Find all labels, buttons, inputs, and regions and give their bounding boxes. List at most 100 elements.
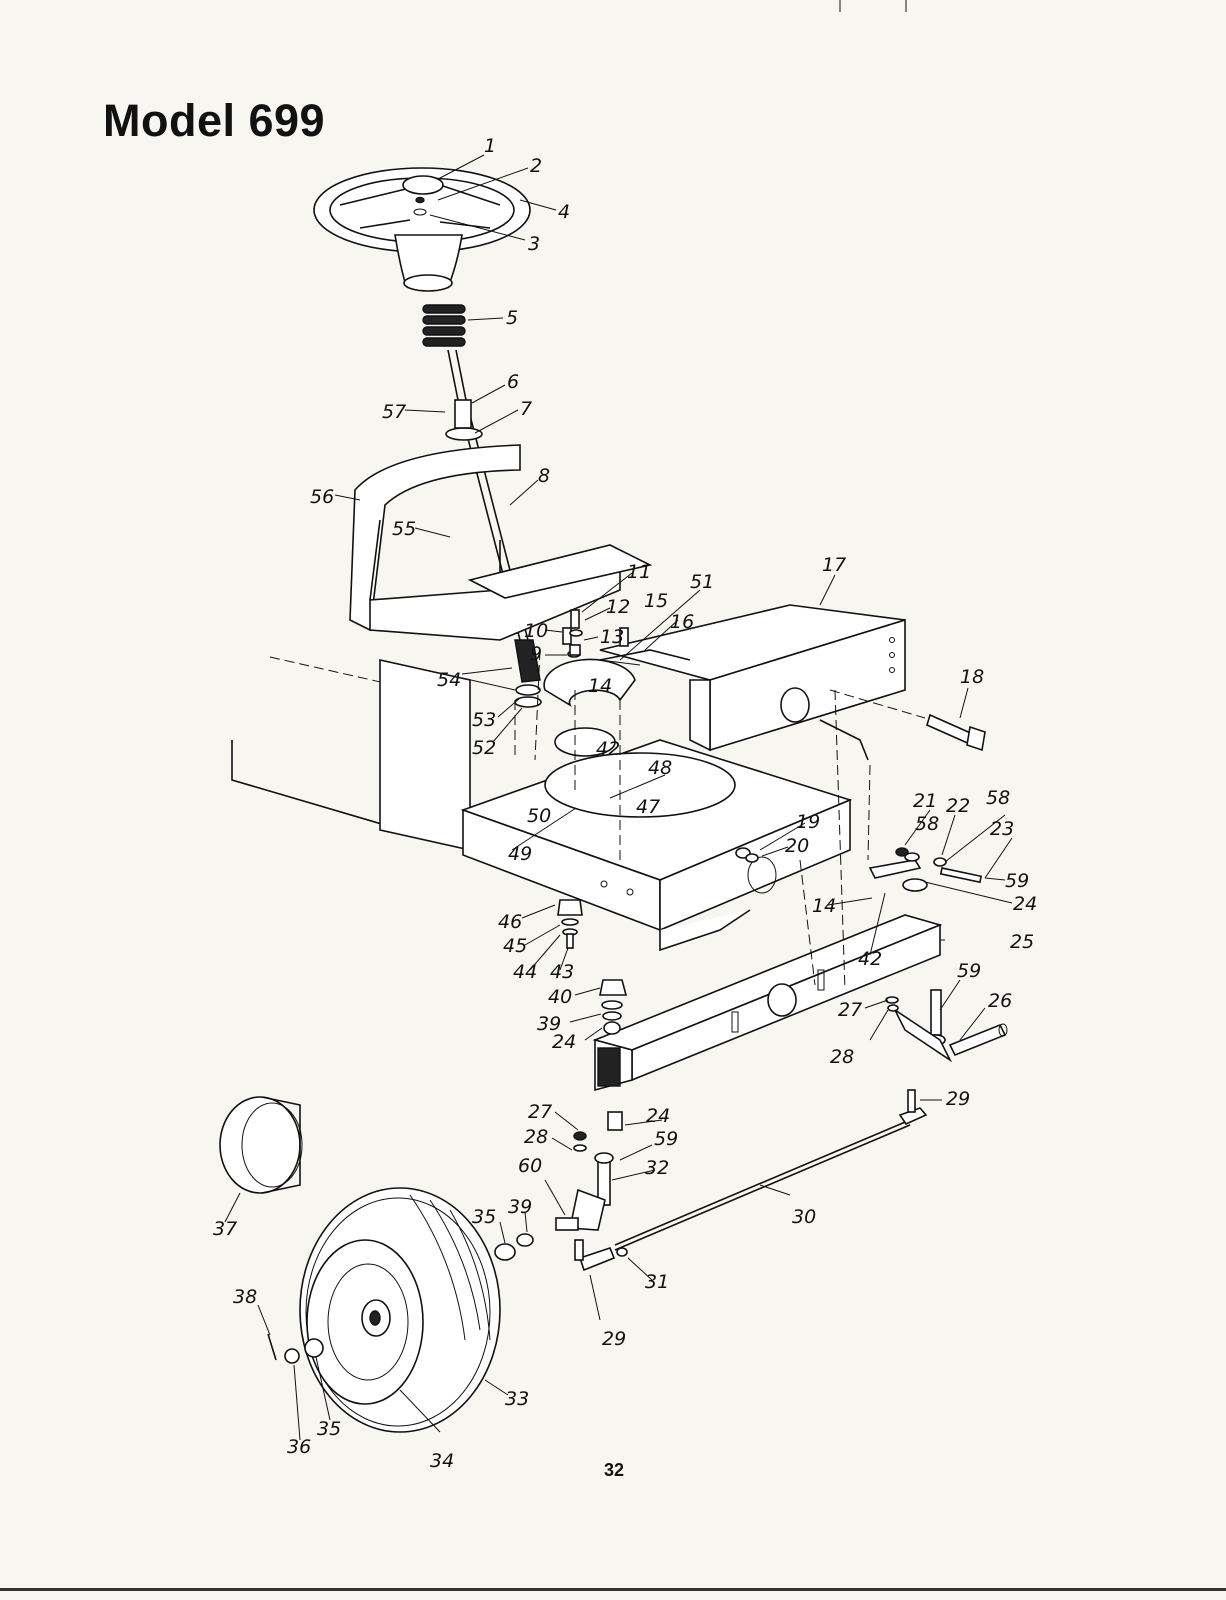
callout-58-right: 58 bbox=[986, 787, 1010, 809]
front-wheel bbox=[299, 1187, 501, 1433]
callout-39-upper: 39 bbox=[537, 1013, 561, 1035]
axle-support-bracket bbox=[599, 604, 906, 752]
callout-52: 52 bbox=[472, 737, 496, 759]
callout-57: 57 bbox=[382, 401, 406, 423]
callout-28-left: 28 bbox=[524, 1126, 548, 1148]
steering-wheel bbox=[313, 167, 531, 292]
callout-32: 32 bbox=[645, 1157, 669, 1179]
spindle-left bbox=[555, 1111, 623, 1231]
callout-42-lower: 42 bbox=[858, 948, 882, 970]
tractor-frame bbox=[231, 656, 853, 952]
page-title: Model 699 bbox=[103, 95, 326, 146]
callout-59-lower: 59 bbox=[654, 1128, 678, 1150]
callout-29-right: 29 bbox=[946, 1088, 970, 1110]
callout-54: 54 bbox=[437, 669, 461, 691]
callout-24-lower: 24 bbox=[646, 1105, 670, 1127]
callout-31: 31 bbox=[645, 1271, 669, 1293]
callout-2: 2 bbox=[530, 155, 542, 177]
callout-5: 5 bbox=[506, 307, 518, 329]
callout-45: 45 bbox=[503, 935, 527, 957]
callout-60: 60 bbox=[518, 1155, 542, 1177]
callout-30: 30 bbox=[792, 1206, 816, 1228]
callout-55: 55 bbox=[392, 518, 416, 540]
callout-6: 6 bbox=[507, 371, 519, 393]
callout-35-lower: 35 bbox=[317, 1418, 341, 1440]
axle-hardware bbox=[735, 847, 983, 1012]
callout-23: 23 bbox=[990, 818, 1014, 840]
callout-47: 47 bbox=[636, 796, 660, 818]
callout-7: 7 bbox=[520, 398, 532, 420]
spindle-right bbox=[892, 989, 1008, 1063]
callout-25: 25 bbox=[1010, 931, 1034, 953]
callout-58-left: 58 bbox=[915, 813, 939, 835]
steering-spring bbox=[422, 304, 466, 347]
callout-26: 26 bbox=[988, 990, 1012, 1012]
drag-link-end bbox=[819, 719, 869, 761]
drag-link bbox=[599, 649, 691, 661]
callout-38: 38 bbox=[233, 1286, 257, 1308]
callout-14-upper: 14 bbox=[588, 675, 612, 697]
callout-24-upper: 24 bbox=[1013, 893, 1037, 915]
callout-51: 51 bbox=[690, 571, 714, 593]
tie-rod bbox=[574, 1089, 928, 1272]
spindle-hardware bbox=[494, 1131, 587, 1261]
callout-19: 19 bbox=[796, 811, 820, 833]
callout-8: 8 bbox=[538, 465, 550, 487]
callout-35-upper: 35 bbox=[472, 1206, 496, 1228]
callout-39-lower: 39 bbox=[508, 1196, 532, 1218]
wheel-hardware bbox=[267, 1333, 324, 1364]
front-axle bbox=[592, 914, 943, 1092]
callout-labels: 1 2 3 4 5 6 7 8 57 56 55 11 12 10 13 9 1… bbox=[213, 135, 1037, 1472]
callout-11: 11 bbox=[627, 561, 651, 583]
callout-34: 34 bbox=[430, 1450, 454, 1472]
callout-9: 9 bbox=[530, 643, 542, 665]
callout-4: 4 bbox=[558, 201, 570, 223]
frame-hardware bbox=[557, 899, 583, 949]
bushing-stack bbox=[599, 979, 628, 1035]
callout-43: 43 bbox=[550, 961, 574, 983]
callout-leaders bbox=[224, 154, 1013, 1441]
callout-12: 12 bbox=[606, 596, 630, 618]
callout-36: 36 bbox=[287, 1436, 311, 1458]
callout-42-upper: 42 bbox=[596, 738, 620, 760]
callout-50: 50 bbox=[527, 805, 551, 827]
steering-gear bbox=[543, 658, 641, 757]
callout-21: 21 bbox=[913, 790, 937, 812]
callout-14-lower: 14 bbox=[812, 895, 836, 917]
callout-28-right: 28 bbox=[830, 1046, 854, 1068]
callout-33: 33 bbox=[505, 1388, 529, 1410]
callout-3: 3 bbox=[528, 233, 540, 255]
callout-10: 10 bbox=[524, 620, 548, 642]
callout-53: 53 bbox=[472, 709, 496, 731]
callout-37: 37 bbox=[213, 1218, 237, 1240]
dash-panel bbox=[349, 444, 653, 641]
callout-17: 17 bbox=[822, 554, 846, 576]
callout-22: 22 bbox=[946, 795, 970, 817]
scan-edge-rule bbox=[0, 1588, 1226, 1591]
callout-40: 40 bbox=[548, 986, 572, 1008]
callout-59-upper: 59 bbox=[1005, 870, 1029, 892]
gear-hardware bbox=[562, 609, 629, 658]
callout-49: 49 bbox=[508, 843, 532, 865]
callout-27-left: 27 bbox=[528, 1101, 552, 1123]
hub-cap bbox=[219, 1096, 303, 1194]
callout-44: 44 bbox=[513, 961, 537, 983]
callout-13: 13 bbox=[600, 626, 624, 648]
callout-16: 16 bbox=[670, 611, 694, 633]
callout-48: 48 bbox=[648, 757, 672, 779]
callout-27-right: 27 bbox=[838, 999, 862, 1021]
callout-18: 18 bbox=[960, 666, 984, 688]
callout-20: 20 bbox=[785, 835, 809, 857]
callout-29-left: 29 bbox=[602, 1328, 626, 1350]
axle-bolt bbox=[829, 689, 986, 752]
callout-59-middle: 59 bbox=[957, 960, 981, 982]
steering-shaft bbox=[445, 349, 542, 708]
callout-46: 46 bbox=[498, 911, 522, 933]
callout-1: 1 bbox=[484, 135, 496, 157]
callout-15: 15 bbox=[644, 590, 668, 612]
callout-56: 56 bbox=[310, 486, 334, 508]
page-number: 32 bbox=[604, 1460, 625, 1480]
callout-24-middle: 24 bbox=[552, 1031, 576, 1053]
